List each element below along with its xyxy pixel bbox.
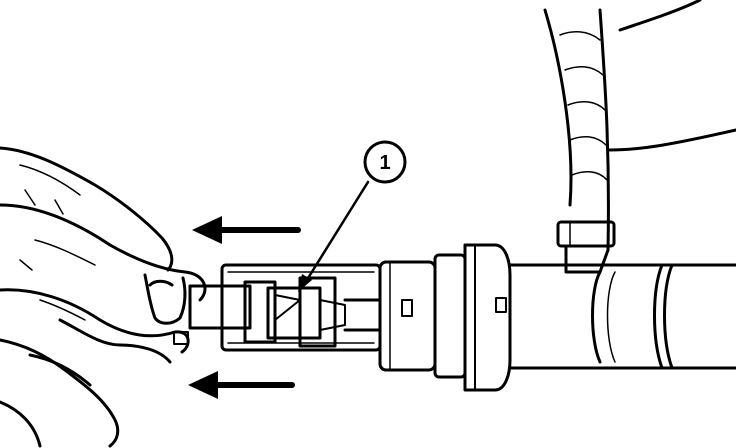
callout-leader-1 bbox=[298, 180, 370, 292]
pull-direction-arrow-lower bbox=[188, 371, 295, 399]
callout-number: 1 bbox=[379, 152, 390, 174]
callout-1: 1 bbox=[363, 140, 407, 184]
electrical-connector bbox=[173, 263, 382, 352]
hose bbox=[543, 0, 736, 274]
pull-direction-arrow-upper bbox=[192, 216, 301, 244]
tube bbox=[508, 263, 736, 370]
sensor-fitting bbox=[378, 243, 512, 392]
hand-illustration bbox=[0, 146, 207, 448]
